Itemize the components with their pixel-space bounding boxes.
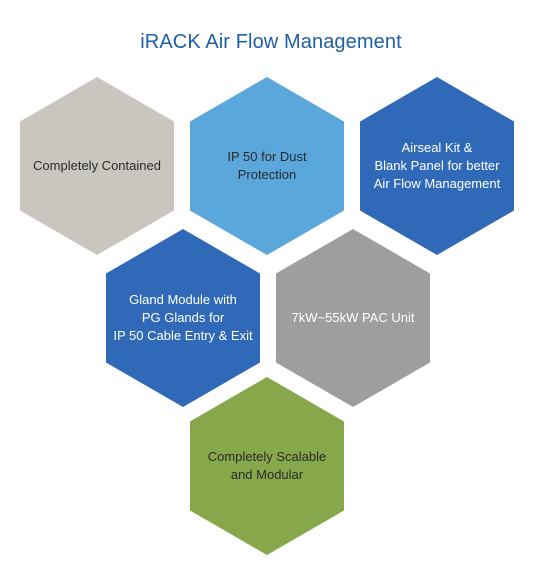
hexagon-pac-unit [276, 229, 430, 407]
hexagon-gland-module [106, 229, 260, 407]
hexagon-label-pac-unit: 7kW~55kW PAC Unit [291, 310, 415, 325]
hexagon-scalable-modular [190, 377, 344, 555]
hexagon-label-gland-module: Gland Module with PG Glands for IP 50 Ca… [113, 292, 253, 343]
hexagon-completely-contained [20, 77, 174, 255]
hexagon-airseal-kit [360, 77, 514, 255]
hexagon-label-completely-contained: Completely Contained [33, 158, 161, 173]
hexagon-label-airseal-kit: Airseal Kit & Blank Panel for better Air… [373, 140, 501, 191]
hexagon-label-scalable-modular: Completely Scalable and Modular [207, 449, 327, 482]
page-title: iRACK Air Flow Management [140, 31, 402, 53]
hexagon-ip50-dust [190, 77, 344, 255]
hexagon-label-ip50-dust: IP 50 for Dust Protection [227, 149, 307, 182]
